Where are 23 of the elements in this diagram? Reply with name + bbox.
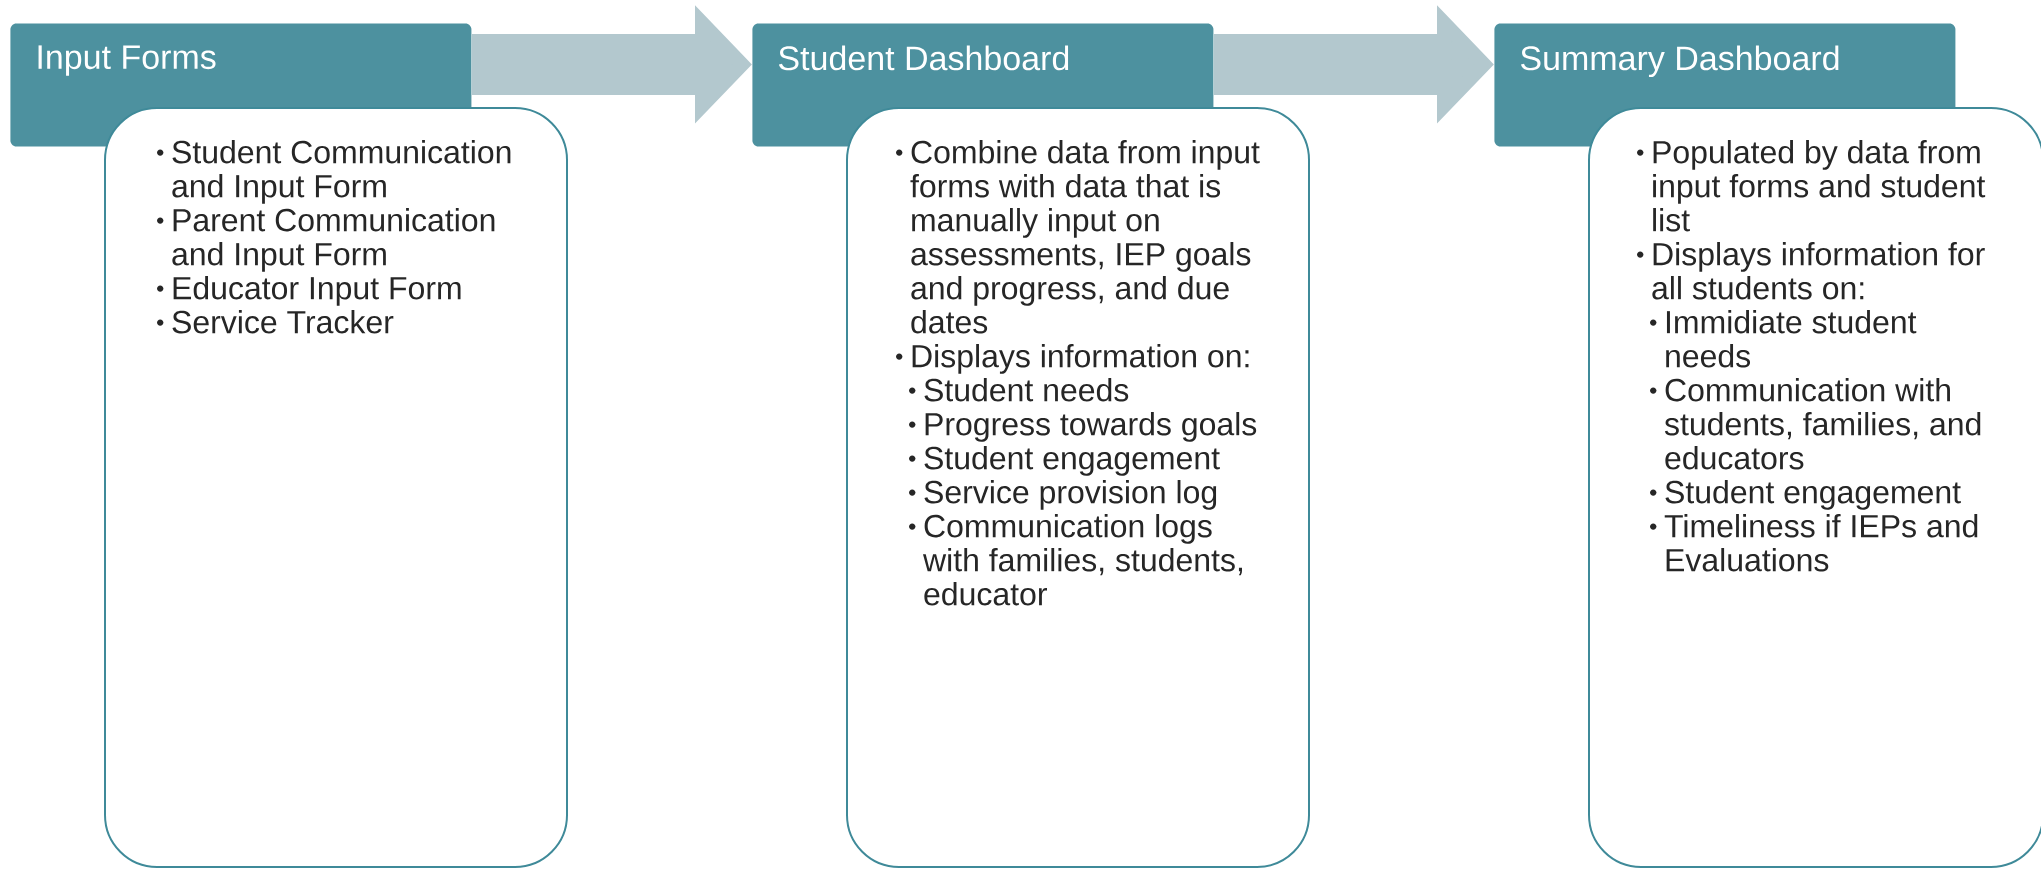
list-item: Progress towards goals [909,412,1257,442]
list-item: Combine data from input forms with data that is manually input on assessments, IEP goals and progress, and due dates [896,140,1260,334]
list-item: Displays information for all students on: [1637,242,1985,300]
header-title: Summary Dashboard [1520,45,1839,78]
content-box [1588,107,2041,868]
list-item: Student engagement [1650,480,1961,510]
list-item: Timeliness if IEPs and Evaluations [1650,514,1978,572]
list-item: Service Tracker [157,310,394,334]
list-item: Communication logs with families, students, educator [909,514,1242,606]
header-title: Student Dashboard [778,45,1069,71]
list-item: Immidiate student needs [1650,310,1917,368]
list-item: Service provision log [909,480,1217,510]
list-item: Displays information on: [896,344,1249,374]
content-box [846,107,1310,868]
list-item: Communication with students, families, and educators [1650,378,1981,470]
content-box [104,107,568,868]
list-item: Parent Communication and Input Form [157,208,495,272]
list-item: Student engagement [909,446,1220,476]
list-item: Educator Input Form [157,276,461,306]
header-title: Input Forms [38,45,216,76]
list-item: Student Communication and Input Form [157,140,511,204]
list-item: Student needs [909,378,1129,402]
list-item: Populated by data from input forms and student list [1637,140,1986,232]
